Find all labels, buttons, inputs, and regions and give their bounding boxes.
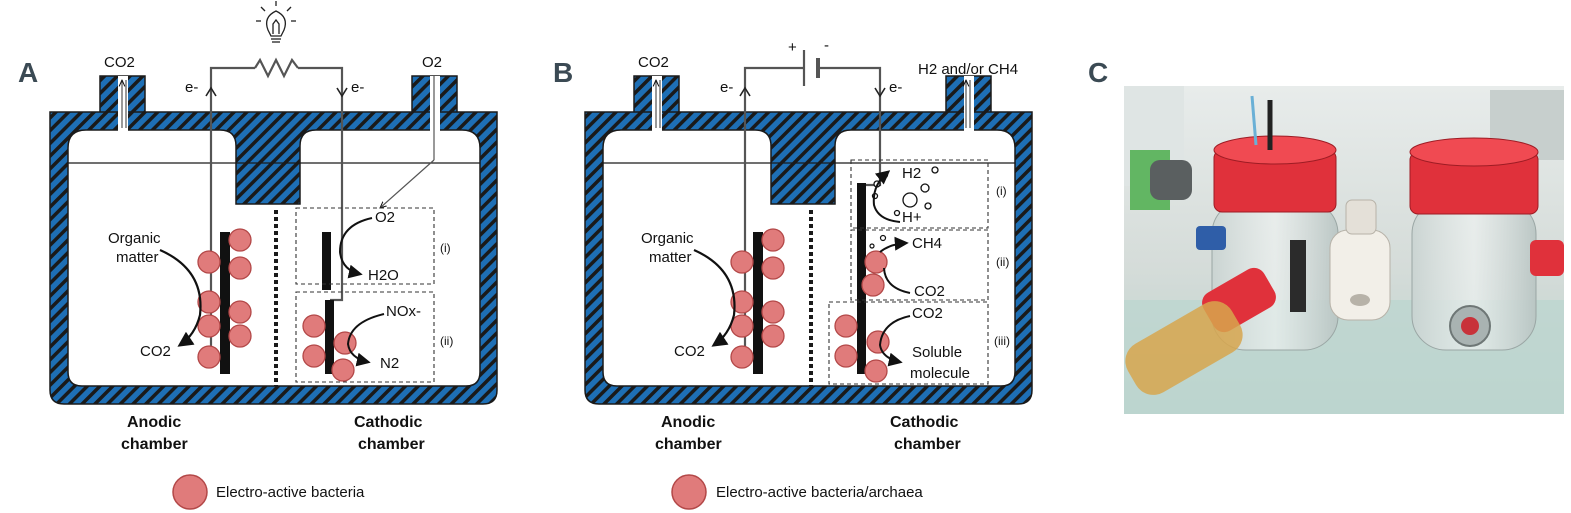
bacteria-cluster-anode-a <box>197 228 252 369</box>
organic-label-b2: matter <box>649 249 692 266</box>
resistor-icon <box>254 57 299 79</box>
reaction-box-b-ii <box>850 229 989 301</box>
cathodic-label-a2: chamber <box>358 436 425 453</box>
gas-port-right-b <box>964 76 974 132</box>
gas-label-co2-a: CO2 <box>104 54 135 71</box>
legend-label-a: Electro-active bacteria <box>216 484 365 501</box>
gas-port-left-a <box>118 76 128 132</box>
box-b-ii-in: CO2 <box>914 283 945 300</box>
bacteria-cluster-cathode-b-ii <box>861 250 888 297</box>
panel-b: B CO2 H2 and/or CH4 + - e- e- <box>553 37 1033 510</box>
box-a-i-tag: (i) <box>440 241 451 255</box>
box-a-ii-in: NOx- <box>386 303 421 320</box>
anodic-label-a2: chamber <box>121 436 188 453</box>
anode-electrode-b <box>753 232 763 374</box>
organic-label-b1: Organic <box>641 230 694 247</box>
hydrogen-bubbles-b <box>871 166 939 217</box>
box-b-iii-in: CO2 <box>912 305 943 322</box>
reaction-box-b-iii <box>828 301 989 385</box>
cathodic-label-a1: Cathodic <box>354 414 423 431</box>
anodic-label-a1: Anodic <box>127 414 181 431</box>
organic-label-a1: Organic <box>108 230 161 247</box>
electron-label-left-a: e- <box>185 79 198 96</box>
cathode-electrode-b <box>857 183 866 374</box>
battery-minus-b: - <box>824 37 829 54</box>
organic-label-a2: matter <box>116 249 159 266</box>
legend-bacteria-icon-a <box>172 474 208 510</box>
cathodic-label-b2: chamber <box>894 436 961 453</box>
cathode-electrode-a2 <box>325 300 334 374</box>
reactor-photo <box>1124 86 1564 414</box>
battery-icon <box>802 50 820 86</box>
anodic-chamber-a <box>67 129 481 387</box>
electron-label-right-a: e- <box>351 79 364 96</box>
panel-letter-c: C <box>1088 57 1108 88</box>
legend-label-b: Electro-active bacteria/archaea <box>716 484 923 501</box>
box-a-ii-out: N2 <box>380 355 399 372</box>
bacteria-cluster-cathode-a <box>302 314 357 382</box>
bacteria-cluster-anode-b <box>730 228 785 369</box>
panel-letter-b: B <box>553 57 573 88</box>
box-b-iii-tag: (iii) <box>994 334 1010 348</box>
box-a-i-out: H2O <box>368 267 399 284</box>
anodic-label-b2: chamber <box>655 436 722 453</box>
box-a-i-in: O2 <box>375 209 395 226</box>
gas-label-h2ch4-b: H2 and/or CH4 <box>918 61 1018 78</box>
reaction-box-a-ii <box>295 291 435 383</box>
cathodic-label-b1: Cathodic <box>890 414 959 431</box>
box-b-ii-tag: (ii) <box>996 255 1009 269</box>
box-b-i-hplus: H+ <box>902 209 922 226</box>
reaction-box-a-i <box>295 207 435 285</box>
panel-a: A CO2 O2 <box>18 1 498 510</box>
panel-letter-a: A <box>18 57 38 88</box>
anodic-label-b1: Anodic <box>661 414 715 431</box>
anode-electrode-a <box>220 232 230 374</box>
cathode-electrode-a1 <box>322 232 331 290</box>
electron-label-right-b: e- <box>889 79 902 96</box>
gas-port-right-a <box>430 76 440 132</box>
battery-plus-b: + <box>788 39 797 56</box>
gas-label-o2-a: O2 <box>422 54 442 71</box>
gas-label-co2-b: CO2 <box>638 54 669 71</box>
lightbulb-icon <box>256 1 296 43</box>
electron-label-left-b: e- <box>720 79 733 96</box>
box-a-ii-tag: (ii) <box>440 334 453 348</box>
box-b-iii-out2: molecule <box>910 365 970 382</box>
panel-c: C <box>1088 57 1564 414</box>
box-b-i-h2: H2 <box>902 165 921 182</box>
bacteria-cluster-cathode-b-iii <box>834 314 890 383</box>
co2-out-label-b: CO2 <box>674 343 705 360</box>
legend-bacteria-icon-b <box>671 474 707 510</box>
box-b-ii-out: CH4 <box>912 235 942 252</box>
box-b-i-tag: (i) <box>996 184 1007 198</box>
co2-out-label-a: CO2 <box>140 343 171 360</box>
gas-port-left-b <box>652 76 662 132</box>
box-b-iii-out1: Soluble <box>912 344 962 361</box>
reaction-box-b-i <box>850 159 989 229</box>
